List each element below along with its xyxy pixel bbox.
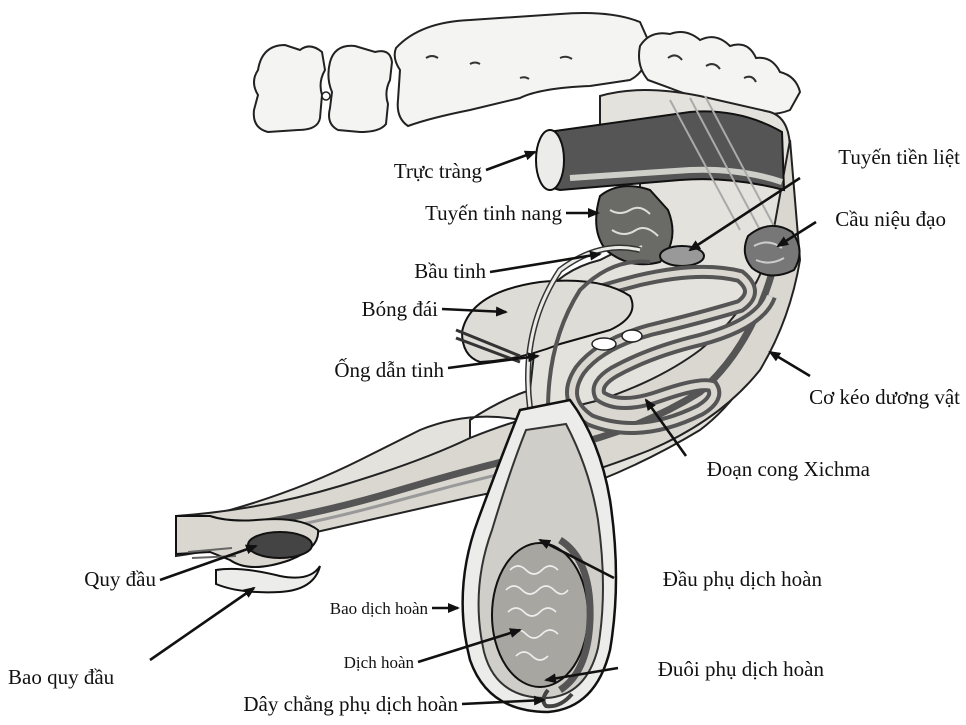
label-day-chang: Dây chằng phụ dịch hoàn	[243, 692, 458, 716]
label-doan-cong: Đoạn cong Xichma	[707, 457, 871, 481]
testis	[492, 543, 588, 687]
label-cau-nieu-dao: Cầu niệu đạo	[835, 207, 946, 231]
arrow-truc-trang	[486, 152, 535, 170]
label-co-keo: Cơ kéo dương vật	[809, 385, 960, 409]
urethral-bulb	[745, 226, 800, 276]
label-tuyen-tien-liet: Tuyến tiền liệt	[838, 145, 960, 169]
label-quy-dau: Quy đầu	[84, 567, 156, 591]
label-bao-quy-dau: Bao quy đầu	[8, 665, 115, 689]
label-dich-hoan: Dịch hoàn	[344, 653, 415, 672]
arrow-bao-quy-dau	[150, 588, 254, 660]
label-bong-dai: Bóng đái	[362, 297, 439, 321]
label-bao-dich-hoan: Bao dịch hoàn	[330, 599, 429, 618]
arrow-co-keo	[770, 352, 810, 376]
prepuce	[216, 566, 320, 592]
label-bau-tinh: Bầu tinh	[414, 259, 486, 283]
glans	[176, 516, 318, 567]
prostate	[660, 246, 704, 266]
label-ong-dan-tinh: Ống dẫn tinh	[334, 358, 444, 382]
label-duoi-phu: Đuôi phụ dịch hoàn	[658, 657, 825, 681]
label-tuyen-tinh-nang: Tuyến tinh nang	[425, 201, 562, 225]
label-dau-phu: Đầu phụ dịch hoàn	[663, 567, 823, 591]
label-truc-trang: Trực tràng	[394, 159, 483, 183]
